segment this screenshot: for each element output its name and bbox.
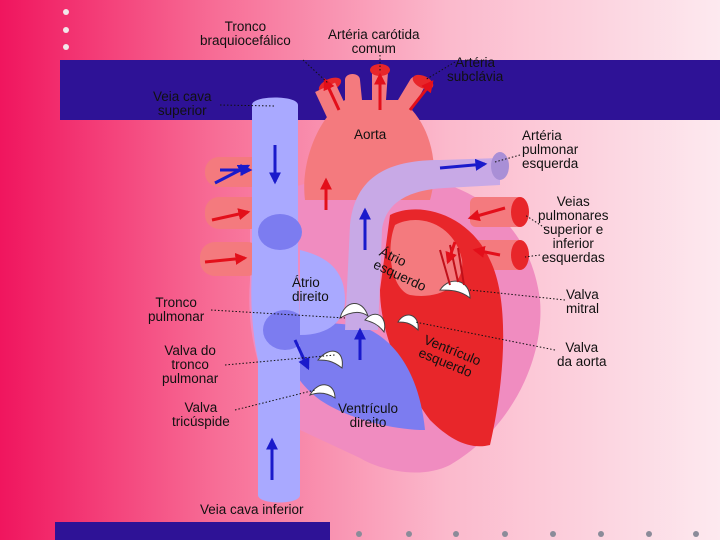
label-tronco-braquiocefalico: Tronco braquiocefálico	[200, 19, 291, 48]
label-aorta: Aorta	[354, 127, 387, 142]
footer-dot	[406, 531, 412, 537]
label-ventriculo-direito: Ventrículo direito	[338, 401, 399, 430]
label-veias-pulmonares: Veias pulmonares superior e inferior esq…	[538, 194, 609, 265]
footer-dot	[453, 531, 459, 537]
footer-dot	[550, 531, 556, 537]
valves	[308, 280, 471, 399]
label-valva-mitral: Valva mitral	[566, 287, 599, 316]
label-veia-cava-inferior: Veia cava inferior	[200, 502, 304, 517]
label-arteria-carotida: Artéria carótida comum	[328, 27, 420, 56]
label-valva-da-aorta: Valva da aorta	[557, 340, 607, 369]
label-valva-tronco-pulmonar: Valva do tronco pulmonar	[162, 343, 219, 386]
bullet-dot	[63, 9, 69, 15]
right-ventricle	[289, 323, 425, 430]
footer-dot	[598, 531, 604, 537]
footer-dot	[356, 531, 362, 537]
footer-dot	[646, 531, 652, 537]
vena-cava	[251, 97, 300, 503]
blood-flow-arrows	[204, 72, 506, 480]
bullet-dot	[63, 27, 69, 33]
label-arteria-pulmonar: Artéria pulmonar esquerda	[522, 128, 579, 171]
label-veia-cava-superior: Veia cava superior	[153, 89, 212, 118]
right-atrium	[300, 250, 345, 335]
footer-dot	[502, 531, 508, 537]
label-valva-tricuspide: Valva tricúspide	[172, 400, 230, 429]
label-atrio-direito: Átrio direito	[292, 275, 329, 304]
bullet-dot	[63, 44, 69, 50]
left-atrium-inner	[390, 220, 463, 296]
leader-lines	[210, 55, 566, 411]
pulmonary-trunk	[345, 158, 500, 330]
bottom-band	[55, 522, 330, 540]
footer-dot	[693, 531, 699, 537]
label-tronco-pulmonar: Tronco pulmonar	[148, 295, 205, 324]
label-arteria-subclavia: Artéria subclávia	[447, 55, 504, 84]
